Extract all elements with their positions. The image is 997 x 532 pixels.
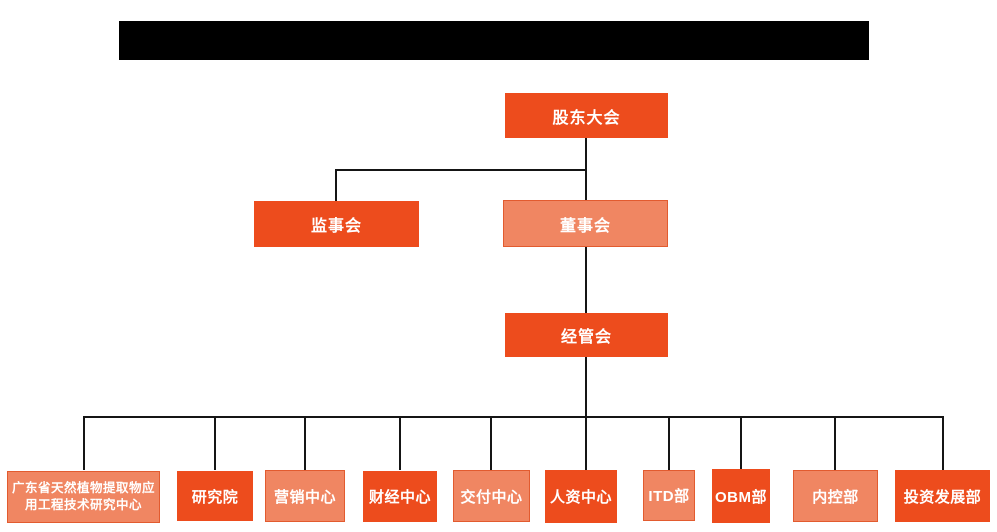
org-node-research-center: 广东省天然植物提取物应用工程技术研究中心 bbox=[7, 471, 160, 523]
org-node-label: 营销中心 bbox=[273, 488, 336, 506]
connector-root-down bbox=[585, 138, 587, 171]
connector-drop-research-institute bbox=[214, 416, 216, 470]
connector-supervisory-drop bbox=[335, 169, 337, 202]
connector-drop-research-center bbox=[83, 416, 85, 470]
org-node-shareholders-meeting: 股东大会 bbox=[505, 93, 668, 138]
org-node-label: OBM部 bbox=[715, 488, 767, 506]
connector-level2-branch bbox=[335, 169, 587, 171]
connector-drop-itd-dept bbox=[668, 416, 670, 470]
connector-drop-internal-control-dept bbox=[834, 416, 836, 470]
connector-drop-marketing-center bbox=[304, 416, 306, 470]
org-node-label: 经管会 bbox=[560, 329, 612, 346]
org-node-label: 交付中心 bbox=[460, 488, 523, 506]
connector-drop-delivery-center bbox=[490, 416, 492, 470]
org-node-label: 董事会 bbox=[559, 217, 611, 235]
redacted-title-bar bbox=[119, 21, 869, 60]
org-node-label: 研究院 bbox=[191, 488, 239, 506]
org-node-label: 监事会 bbox=[310, 218, 362, 235]
org-node-hr-center: 人资中心 bbox=[545, 470, 617, 523]
connector-management-down bbox=[585, 357, 587, 470]
org-node-label: 人资中心 bbox=[549, 489, 612, 506]
org-node-label: 内控部 bbox=[812, 488, 859, 506]
connector-board-drop bbox=[585, 169, 587, 201]
org-node-label: 股东大会 bbox=[552, 109, 621, 127]
org-node-internal-control-dept: 内控部 bbox=[793, 470, 878, 522]
connector-board-to-management bbox=[585, 247, 587, 313]
org-node-label: ITD部 bbox=[648, 488, 690, 505]
org-node-marketing-center: 营销中心 bbox=[265, 470, 345, 522]
org-node-finance-center: 财经中心 bbox=[363, 471, 437, 522]
connector-drop-finance-center bbox=[399, 416, 401, 470]
org-node-label: 财经中心 bbox=[368, 489, 431, 506]
org-node-investment-development-dept: 投资发展部 bbox=[895, 470, 990, 522]
connector-drop-obm-dept bbox=[740, 416, 742, 470]
org-node-delivery-center: 交付中心 bbox=[453, 470, 530, 522]
connector-drop-investment-development-dept bbox=[942, 416, 944, 470]
org-node-obm-dept: OBM部 bbox=[712, 469, 770, 523]
org-node-board-of-directors: 董事会 bbox=[503, 200, 668, 247]
connector-departments-bus bbox=[83, 416, 944, 418]
org-node-label: 广东省天然植物提取物应用工程技术研究中心 bbox=[12, 480, 156, 513]
org-node-research-institute: 研究院 bbox=[177, 471, 253, 521]
org-node-supervisory-board: 监事会 bbox=[254, 201, 419, 247]
org-node-label: 投资发展部 bbox=[903, 488, 982, 506]
org-node-itd-dept: ITD部 bbox=[643, 470, 695, 521]
org-node-management-committee: 经管会 bbox=[505, 313, 668, 357]
